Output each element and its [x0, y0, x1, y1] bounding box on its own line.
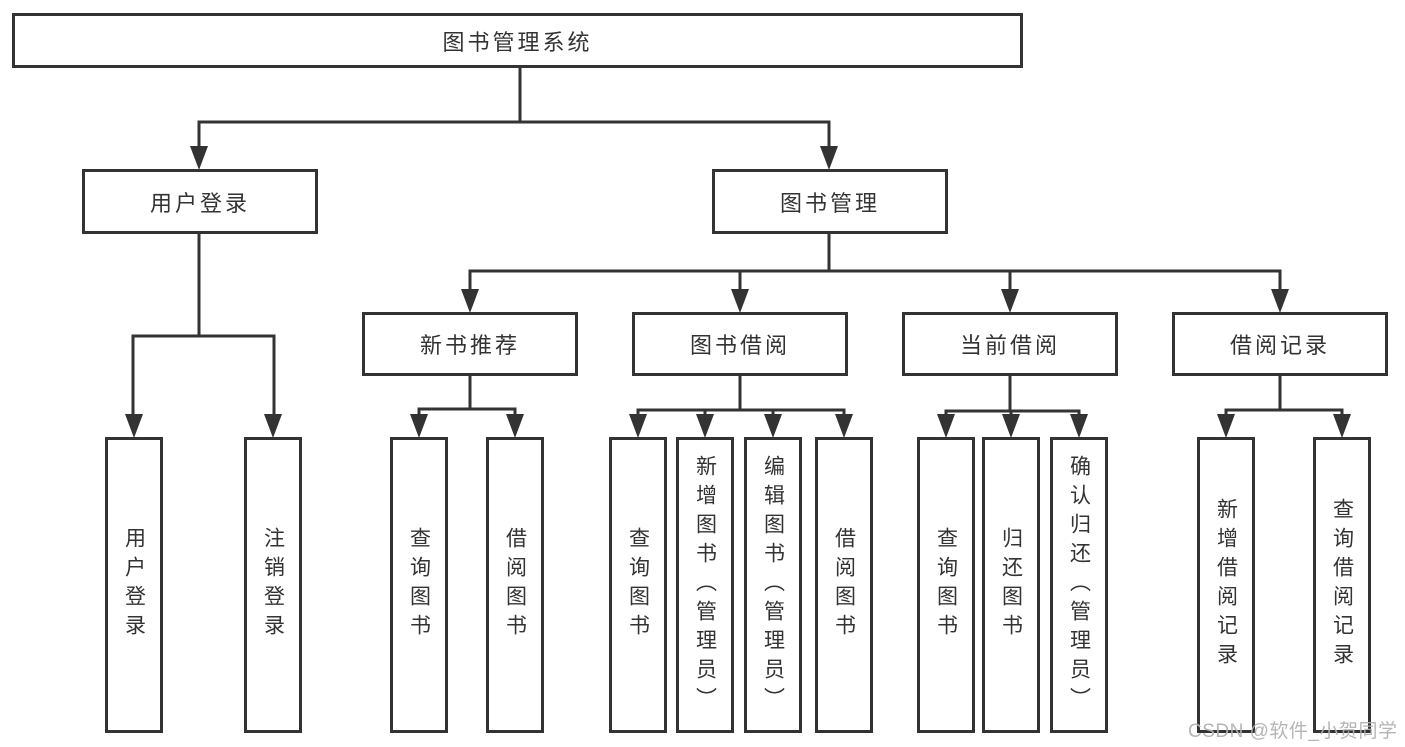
arrowhead — [937, 414, 955, 438]
node-library-management-system: 图书管理系统 — [12, 13, 1023, 68]
connector-user-login-split — [131, 232, 276, 422]
arrowhead — [410, 414, 428, 438]
leaf-query-borrow-record: 查询借阅记录 — [1313, 437, 1371, 733]
arrowheads — [125, 146, 1351, 438]
arrowhead — [264, 414, 282, 438]
node-borrowing-records-label: 借阅记录 — [1229, 333, 1330, 358]
arrowhead — [461, 289, 479, 313]
node-book-borrowing: 图书借阅 — [632, 312, 848, 376]
leaf-return-book: 归还图书 — [982, 437, 1040, 733]
arrowhead — [696, 414, 714, 438]
leaf-confirm-return-admin-label: 确认归还（管理员） — [1067, 454, 1091, 716]
node-book-management: 图书管理 — [712, 169, 948, 234]
node-current-borrowing: 当前借阅 — [902, 312, 1118, 376]
leaf-query-books-recommend-label: 查询图书 — [407, 527, 431, 643]
node-user-login-label: 用户登录 — [149, 190, 250, 216]
arrowhead — [764, 414, 782, 438]
leaf-query-books-borrowing: 查询图书 — [609, 437, 667, 733]
connector-paths — [131, 64, 1344, 424]
arrowhead — [820, 146, 838, 170]
arrowhead — [835, 414, 853, 438]
connector-records-split — [1224, 374, 1344, 424]
node-current-borrowing-label: 当前借阅 — [959, 333, 1060, 358]
arrowhead — [125, 414, 143, 438]
arrowhead — [1070, 414, 1088, 438]
arrowhead — [1001, 289, 1019, 313]
leaf-query-books-borrowing-label: 查询图书 — [626, 527, 650, 643]
node-new-book-recommend-label: 新书推荐 — [419, 333, 520, 358]
csdn-watermark: CSDN @软件_小贺同学 — [1188, 721, 1398, 742]
leaf-add-book-admin: 新增图书（管理员） — [676, 437, 734, 733]
leaf-add-book-admin-label: 新增图书（管理员） — [693, 454, 717, 716]
arrowhead — [1271, 289, 1289, 313]
arrowhead — [1333, 414, 1351, 438]
arrowhead — [1002, 414, 1020, 438]
connector-root-to-level2 — [197, 64, 831, 154]
connector-borrow-split — [636, 374, 846, 424]
node-borrowing-records: 借阅记录 — [1172, 312, 1388, 376]
connector-recommend-split — [417, 374, 517, 424]
node-library-management-system-label: 图书管理系统 — [442, 29, 593, 55]
arrowhead — [190, 146, 208, 170]
arrowhead — [1217, 414, 1235, 438]
leaf-borrow-books-borrowing: 借阅图书 — [815, 437, 873, 733]
leaf-add-borrow-record-label: 新增借阅记录 — [1214, 498, 1238, 672]
leaf-query-books-current: 查询图书 — [917, 437, 975, 733]
arrowhead — [506, 414, 524, 438]
leaf-confirm-return-admin: 确认归还（管理员） — [1050, 437, 1108, 733]
leaf-borrow-books-recommend: 借阅图书 — [486, 437, 544, 733]
node-new-book-recommend: 新书推荐 — [362, 312, 578, 376]
leaf-edit-book-admin-label: 编辑图书（管理员） — [761, 454, 785, 716]
node-book-management-label: 图书管理 — [779, 190, 880, 216]
leaf-logout: 注销登录 — [244, 437, 302, 733]
connector-book-mgmt-split — [468, 232, 1282, 297]
leaf-borrow-books-borrowing-label: 借阅图书 — [832, 527, 856, 643]
leaf-return-book-label: 归还图书 — [999, 527, 1023, 643]
leaf-query-books-current-label: 查询图书 — [934, 527, 958, 643]
leaf-edit-book-admin: 编辑图书（管理员） — [744, 437, 802, 733]
leaf-user-login-label: 用户登录 — [122, 527, 146, 643]
node-user-login: 用户登录 — [82, 169, 318, 234]
leaf-add-borrow-record: 新增借阅记录 — [1197, 437, 1255, 733]
leaf-query-borrow-record-label: 查询借阅记录 — [1330, 498, 1354, 672]
leaf-borrow-books-recommend-label: 借阅图书 — [503, 527, 527, 643]
arrowhead — [629, 414, 647, 438]
arrowhead — [731, 289, 749, 313]
leaf-query-books-recommend: 查询图书 — [390, 437, 448, 733]
leaf-logout-label: 注销登录 — [261, 527, 285, 643]
node-book-borrowing-label: 图书借阅 — [689, 333, 790, 358]
leaf-user-login: 用户登录 — [105, 437, 163, 733]
